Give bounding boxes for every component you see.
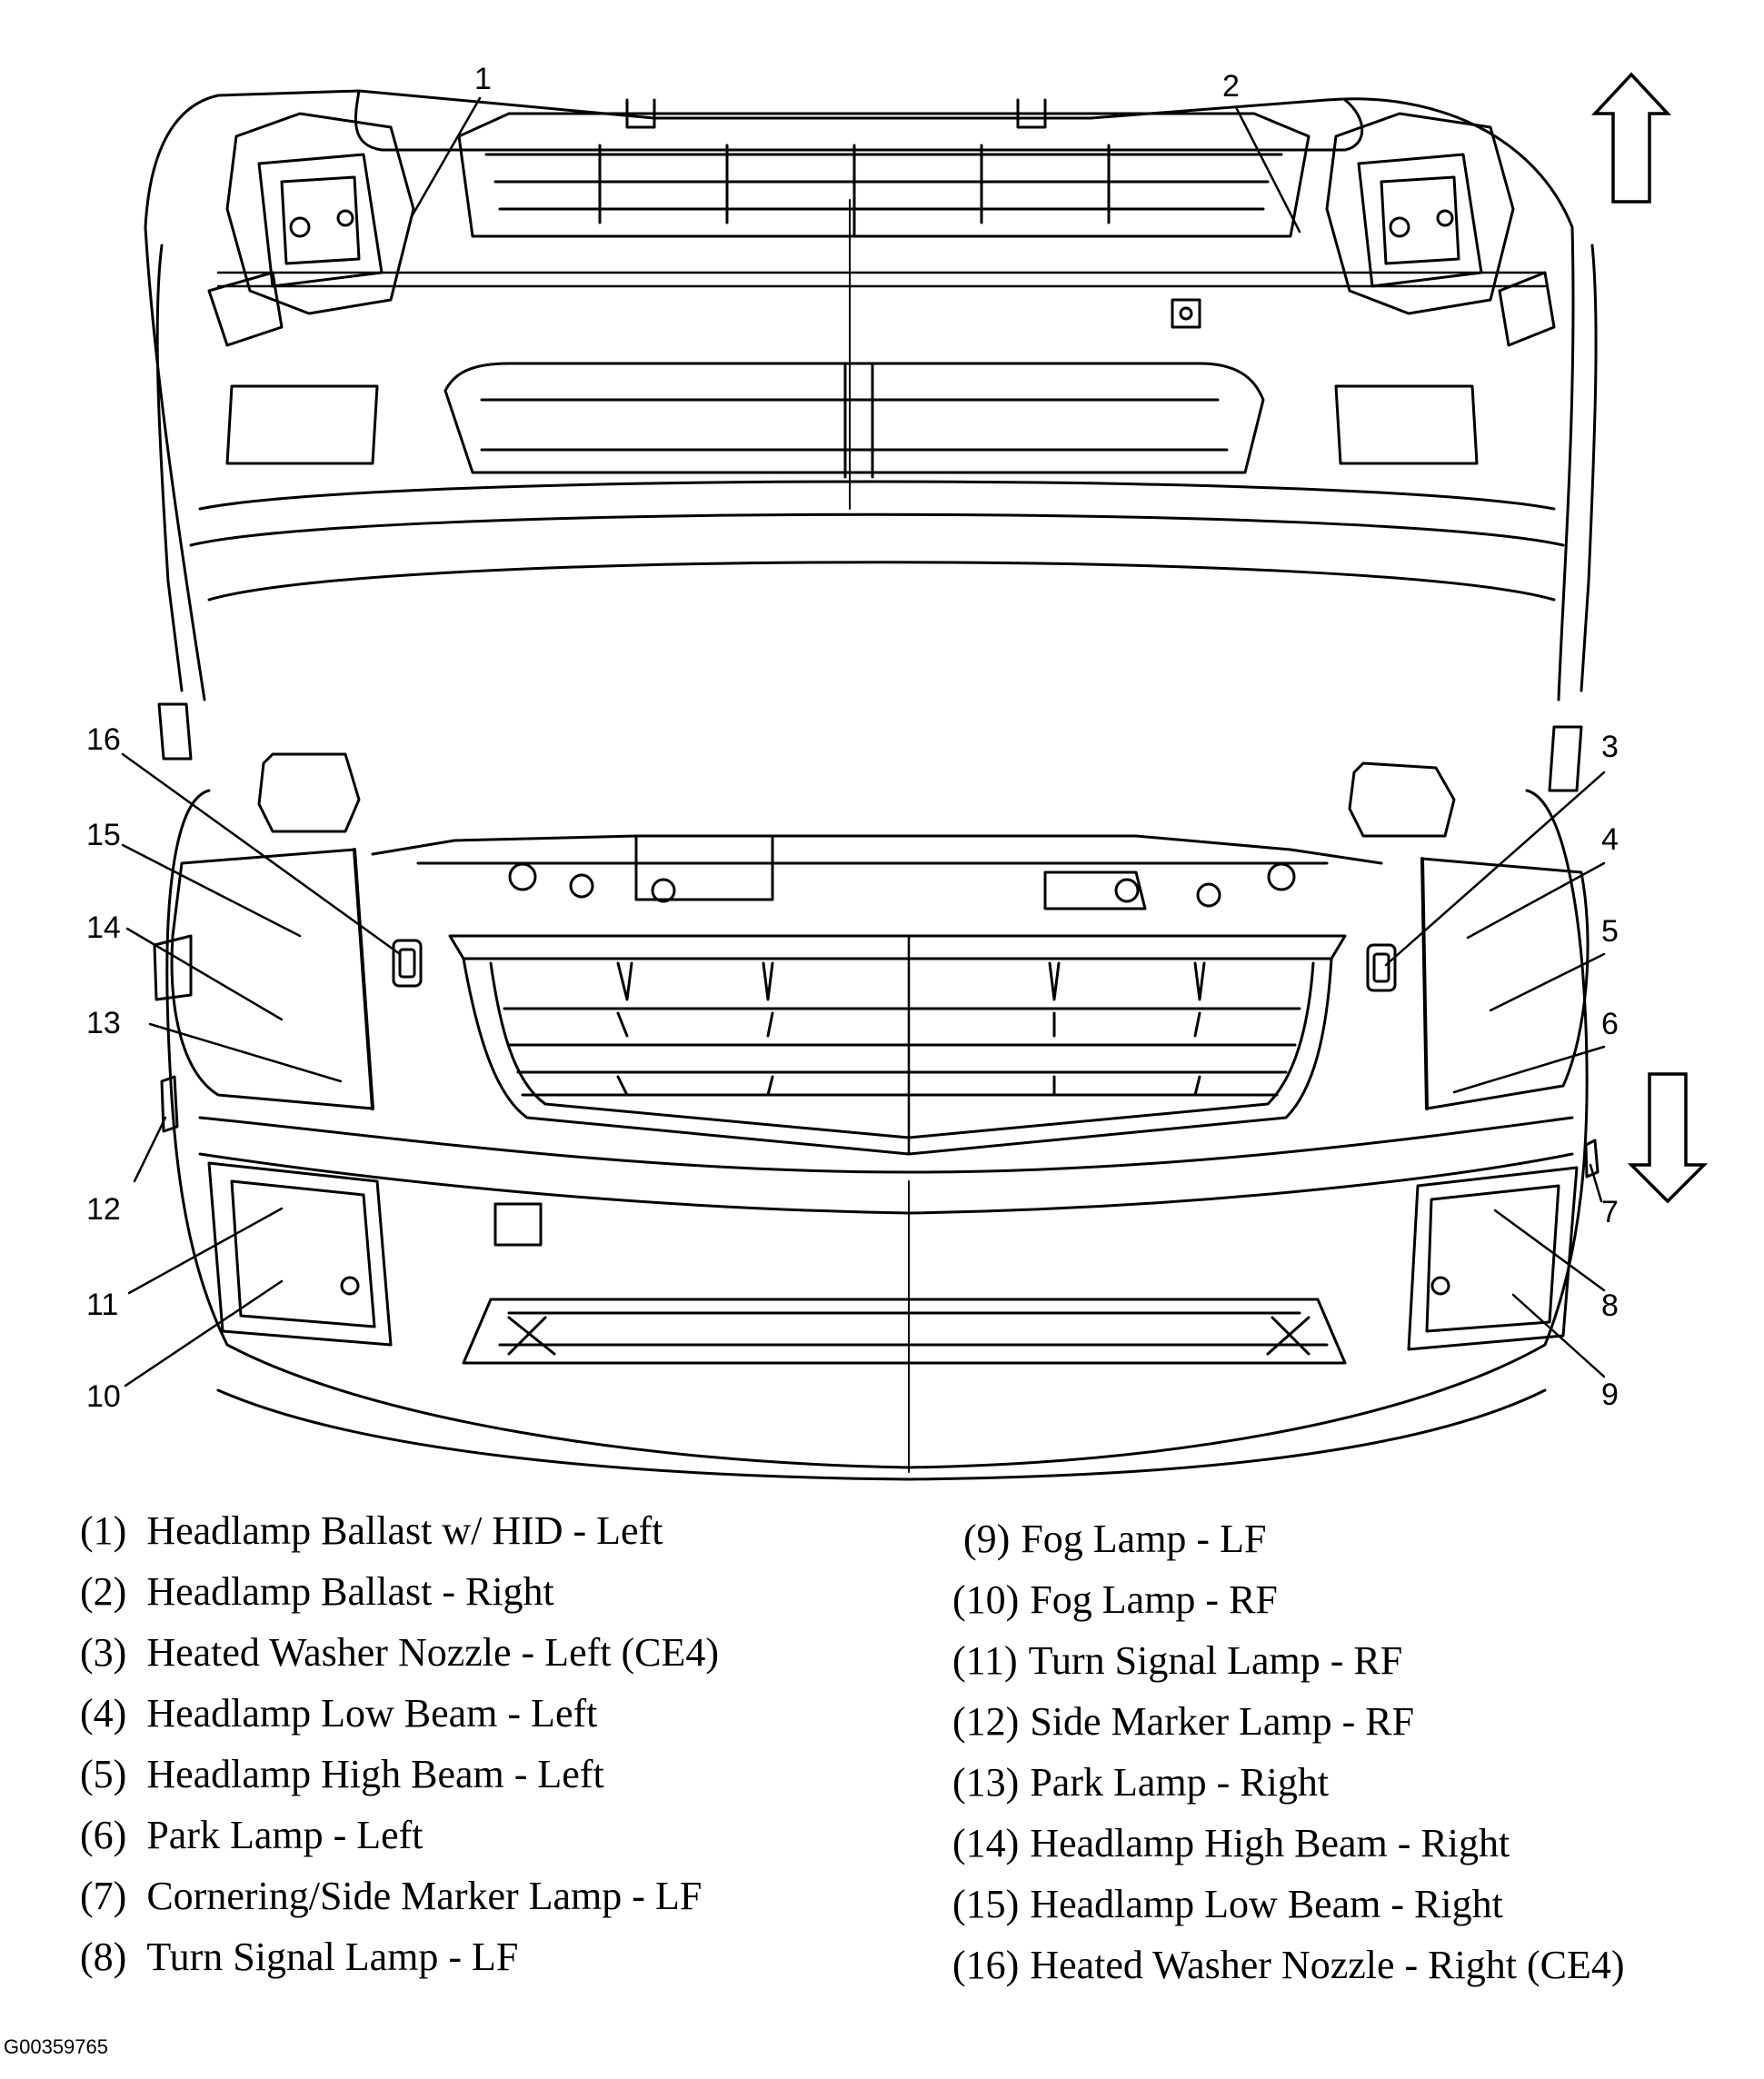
leader-lines	[121, 96, 1606, 1388]
legend-item: (4) Headlamp Low Beam - Left	[80, 1683, 719, 1744]
legend-text: Heated Washer Nozzle - Left (CE4)	[146, 1630, 719, 1675]
legend-number: (8)	[80, 1935, 127, 1979]
legend-right-column: (9)Fog Lamp - LF (10)Fog Lamp - RF (11)T…	[952, 1508, 1625, 1995]
grille	[448, 934, 1347, 1156]
fog-lamp-left-housing	[1407, 1166, 1579, 1351]
legend-text: Heated Washer Nozzle - Right (CE4)	[1030, 1943, 1625, 1987]
legend-number: (7)	[80, 1874, 127, 1918]
legend-text: Turn Signal Lamp - RF	[1028, 1638, 1403, 1683]
fog-lamp-right-housing	[207, 1161, 393, 1347]
arrow-down-icon	[1627, 1072, 1709, 1204]
legend-number: (2)	[80, 1569, 127, 1614]
callout-4: 4	[1601, 822, 1619, 857]
legend-item: (10)Fog Lamp - RF	[952, 1569, 1625, 1630]
legend-number: (4)	[80, 1691, 127, 1736]
arrow-up-icon	[1590, 72, 1672, 204]
legend-text: Headlamp High Beam - Right	[1030, 1821, 1510, 1865]
legend-number: (14)	[952, 1821, 1020, 1865]
legend-left-column: (1) Headlamp Ballast w/ HID - Left (2) Hea…	[80, 1500, 719, 1987]
ballast-right	[1325, 112, 1556, 347]
legend-item: (14)Headlamp High Beam - Right	[952, 1813, 1625, 1874]
legend-number: (3)	[80, 1630, 127, 1675]
legend-item: (6) Park Lamp - Left	[80, 1805, 719, 1865]
legend-item: (7) Cornering/Side Marker Lamp - LF	[80, 1865, 719, 1926]
callout-9: 9	[1601, 1378, 1619, 1412]
legend-number: (9)	[963, 1517, 1011, 1561]
callout-11: 11	[86, 1288, 118, 1322]
front-end-assembly	[153, 752, 1600, 1481]
legend-text: Headlamp Ballast - Right	[146, 1569, 554, 1614]
legend-item: (12)Side Marker Lamp - RF	[952, 1691, 1625, 1752]
legend-item: (9)Fog Lamp - LF	[952, 1508, 1625, 1569]
legend-number: (5)	[80, 1752, 127, 1796]
legend-number: (6)	[80, 1813, 127, 1857]
legend-number: (16)	[952, 1943, 1020, 1987]
legend-item: (16)Heated Washer Nozzle - Right (CE4)	[952, 1935, 1625, 1995]
bumper-exploded-view: 1 2 3 4 5 6 7 8 9 10 11 12 13 14 15 16	[86, 62, 1709, 1481]
callout-6: 6	[1601, 1007, 1619, 1041]
legend-number: (12)	[952, 1699, 1020, 1744]
legend-item: (5) Headlamp High Beam - Left	[80, 1744, 719, 1805]
bumper-fascia	[144, 89, 1598, 792]
callout-2: 2	[1222, 69, 1240, 104]
headlamp-right-assembly	[153, 848, 374, 1110]
figure-id: G00359765	[4, 2035, 108, 2058]
legend-item: (11)Turn Signal Lamp - RF	[952, 1630, 1625, 1691]
callout-13: 13	[86, 1006, 121, 1040]
legend-number: (1)	[80, 1508, 127, 1553]
legend-item: (8) Turn Signal Lamp - LF	[80, 1926, 719, 1987]
callout-16: 16	[86, 722, 121, 757]
callout-8: 8	[1601, 1288, 1619, 1323]
legend-number: (15)	[952, 1882, 1020, 1926]
legend-item: (1) Headlamp Ballast w/ HID - Left	[80, 1500, 719, 1561]
headlamp-left-assembly	[1420, 857, 1590, 1110]
callout-5: 5	[1601, 914, 1619, 949]
legend-item: (13)Park Lamp - Right	[952, 1752, 1625, 1813]
legend-text: Cornering/Side Marker Lamp - LF	[146, 1874, 703, 1918]
legend-number: (10)	[952, 1577, 1020, 1622]
callout-3: 3	[1601, 730, 1619, 764]
legend-number: (13)	[952, 1760, 1020, 1805]
callout-15: 15	[86, 818, 121, 852]
legend-text: Headlamp High Beam - Left	[146, 1752, 604, 1796]
callout-10: 10	[86, 1379, 121, 1414]
legend-item: (15)Headlamp Low Beam - Right	[952, 1874, 1625, 1935]
legend-text: Headlamp Low Beam - Right	[1030, 1882, 1503, 1926]
legend-text: Fog Lamp - RF	[1030, 1577, 1278, 1622]
legend-number: (11)	[952, 1638, 1018, 1683]
legend-text: Headlamp Low Beam - Left	[146, 1691, 598, 1736]
legend-text: Turn Signal Lamp - LF	[146, 1935, 519, 1979]
callout-12: 12	[86, 1192, 121, 1227]
legend-text: Side Marker Lamp - RF	[1030, 1699, 1415, 1744]
ballast-left	[207, 112, 415, 347]
callout-14: 14	[86, 910, 121, 945]
legend-item: (3) Heated Washer Nozzle - Left (CE4)	[80, 1622, 719, 1683]
legend-text: Park Lamp - Right	[1030, 1760, 1330, 1805]
callout-1: 1	[474, 62, 492, 96]
legend-text: Headlamp Ballast w/ HID - Left	[146, 1508, 663, 1553]
legend-text: Park Lamp - Left	[146, 1813, 424, 1857]
callout-7: 7	[1601, 1195, 1619, 1229]
legend-text: Fog Lamp - LF	[1021, 1517, 1267, 1561]
legend-item: (2) Headlamp Ballast - Right	[80, 1561, 719, 1622]
